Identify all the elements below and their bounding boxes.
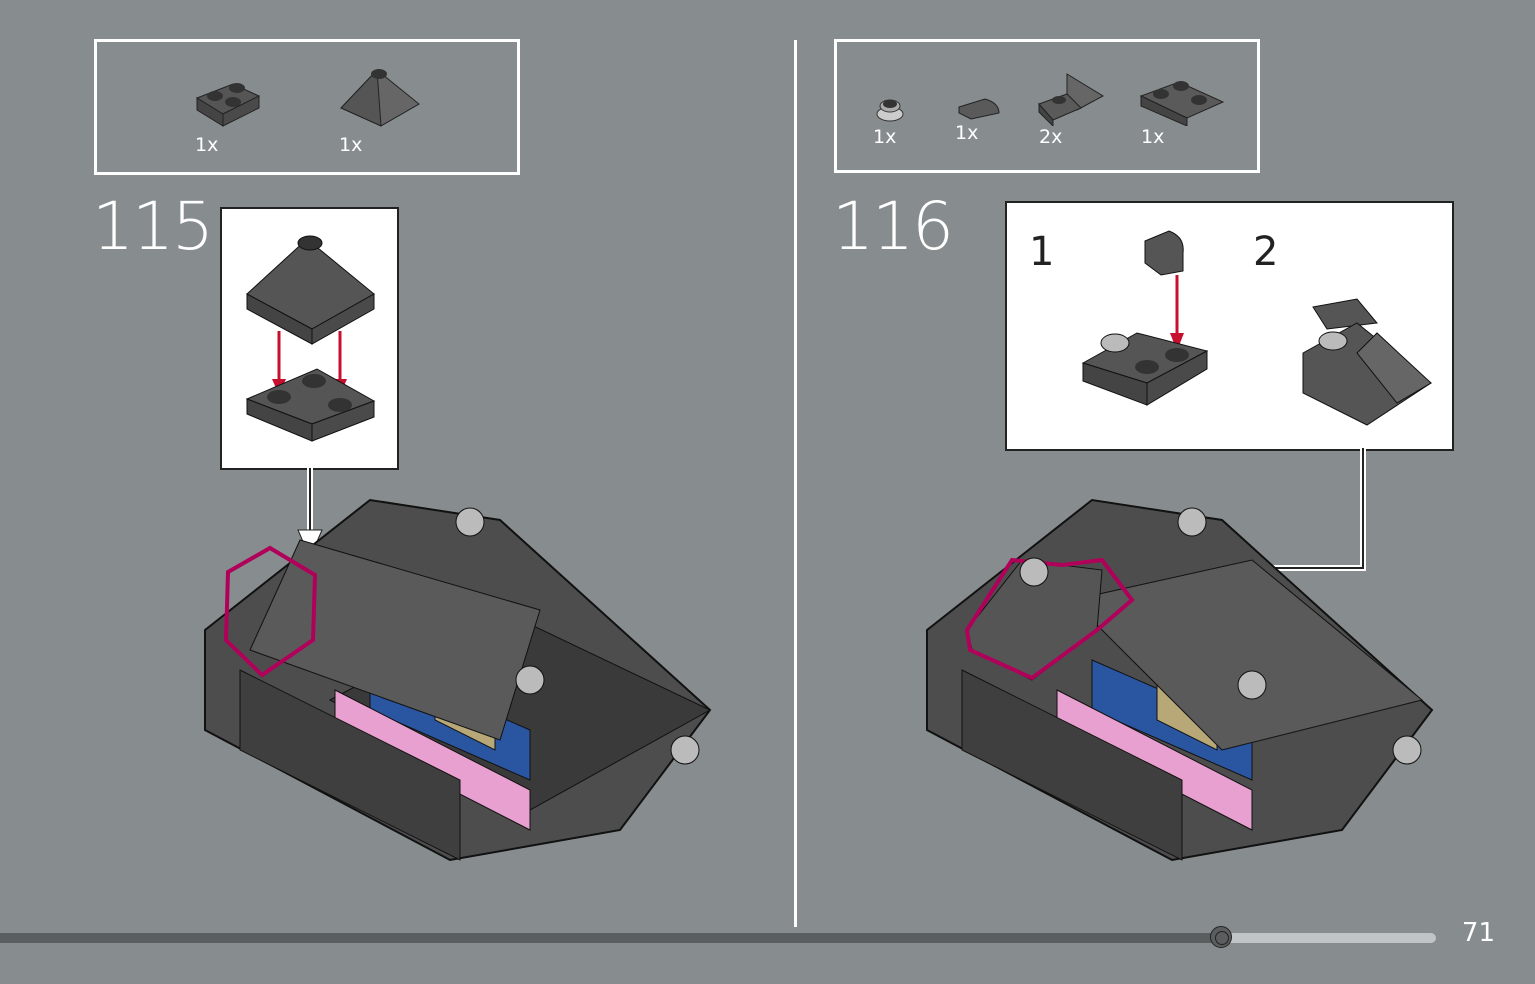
substep-number: 2 [1253, 229, 1279, 275]
parts-list-step-116: 1x 1x 2x 1x [834, 39, 1260, 173]
part-qty: 1x [1141, 126, 1165, 148]
plate-wedge-2x2-icon [195, 83, 261, 127]
part-qty: 1x [339, 134, 363, 156]
page-number: 71 [1461, 918, 1495, 948]
substep-2-diagram [1302, 298, 1432, 426]
parts-list-step-115: 1x 1x [94, 39, 520, 175]
progress-knob[interactable] [1210, 926, 1232, 948]
assembly-subdiagram [245, 235, 376, 442]
callout-step-116: 1 2 [1005, 201, 1454, 451]
model-diagram-step-115 [204, 498, 712, 862]
page-divider [794, 40, 797, 927]
bracket-plate-icon [1038, 73, 1105, 126]
substep-number: 1 [1029, 229, 1055, 275]
slope-corner-icon [340, 68, 420, 127]
step-number: 115 [92, 188, 214, 265]
part-qty: 1x [195, 134, 219, 156]
model-diagram-step-116 [926, 498, 1434, 862]
round-plate-1x1-icon [876, 99, 904, 122]
part-qty: 2x [1039, 126, 1063, 148]
page-progress-slider[interactable] [0, 926, 1436, 950]
part-qty: 1x [873, 126, 897, 148]
part-qty: 1x [955, 122, 979, 144]
progress-fill [0, 933, 1221, 943]
callout-step-115 [220, 207, 399, 470]
corner-plate-2x2-icon [1139, 81, 1225, 126]
step-number: 116 [832, 188, 954, 265]
substep-1-diagram [1081, 230, 1209, 406]
quarter-tile-icon [958, 98, 1000, 120]
